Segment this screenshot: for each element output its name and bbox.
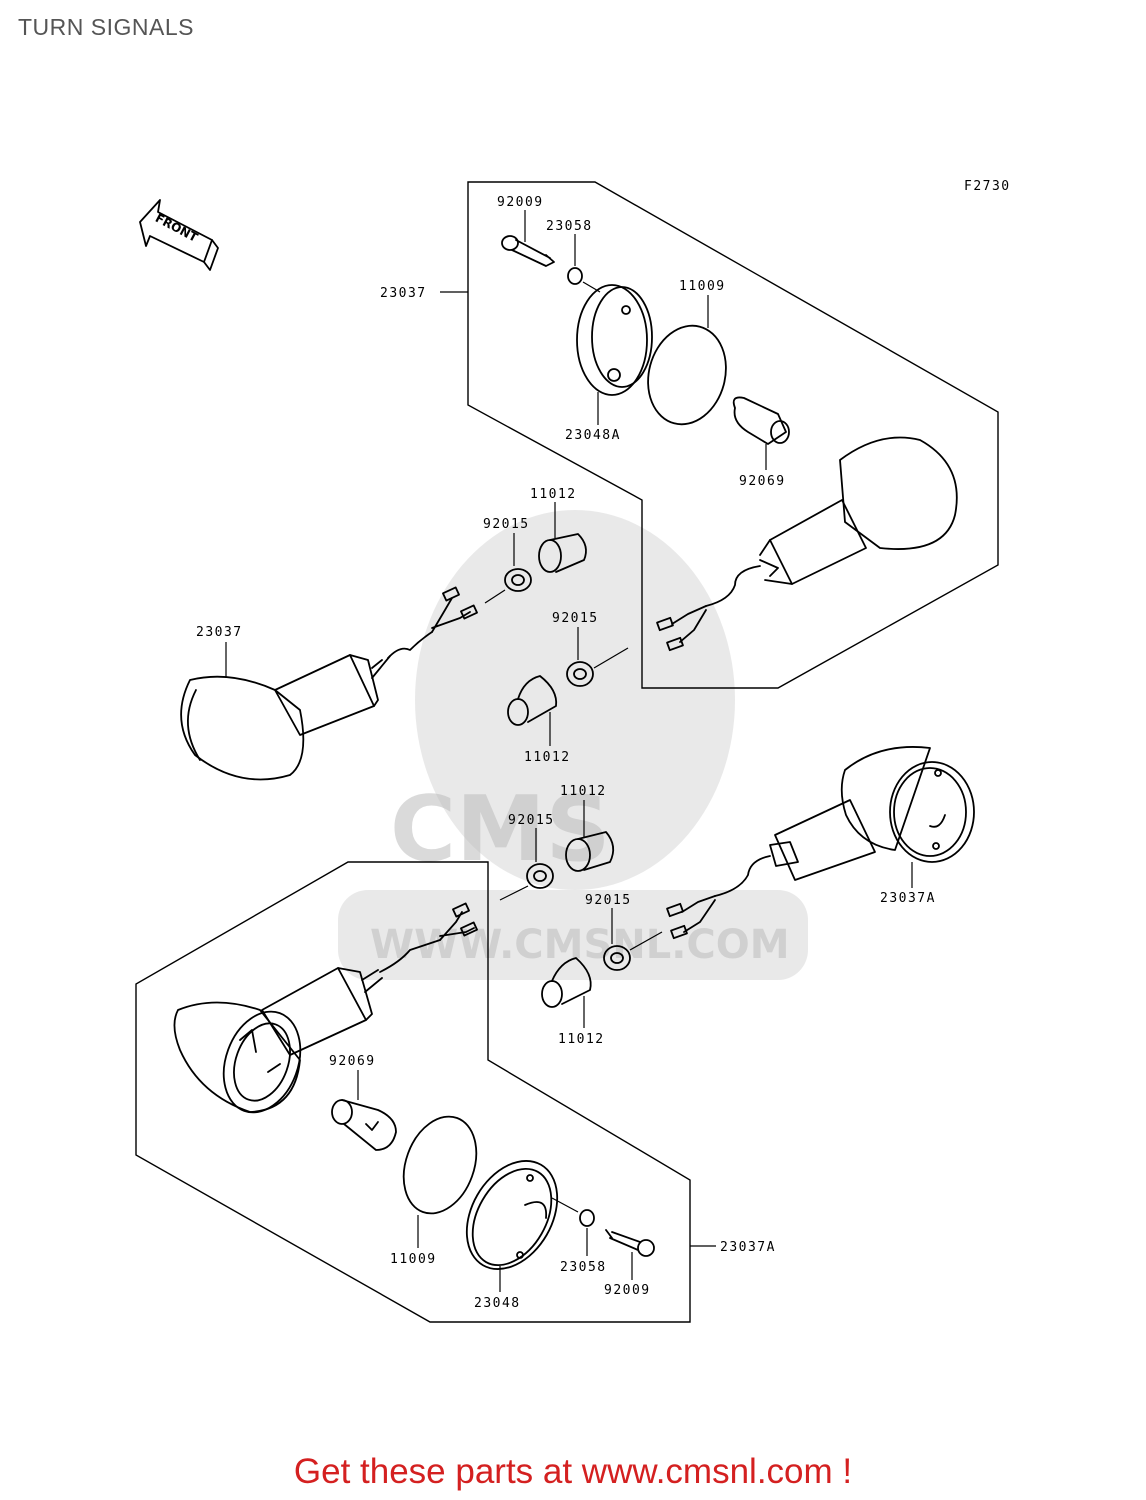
label-92015-c: 92015 [508,813,555,828]
label-23048A-top: 23048A [565,428,621,443]
label-11009-top: 11009 [679,279,726,294]
grommet-icon [565,831,615,872]
turn-signal-right-icon [666,746,975,940]
footer-link[interactable]: Get these parts at www.cmsnl.com ! [293,1452,853,1491]
label-23037-left: 23037 [196,625,243,640]
grommet-icon [538,533,587,573]
label-92009-bottom: 92009 [604,1283,651,1298]
label-23037A-bottom: 23037A [720,1240,776,1255]
page-title: TURN SIGNALS [18,14,194,40]
label-92009-top: 92009 [497,195,544,210]
label-11012-c: 11012 [560,784,607,799]
gasket-icon [402,1115,478,1215]
parts-diagram: CMS WWW.CMSNL.COM F2730 FRONT 23037 9200… [135,179,1011,1323]
watermark-url: WWW.CMSNL.COM [370,922,790,968]
label-11009-bottom: 11009 [390,1252,437,1267]
grommet-icon [541,957,592,1008]
screw-icon [605,1229,655,1257]
washer-icon [579,1209,595,1227]
screw-icon [501,235,555,267]
bulb-icon [331,1099,397,1151]
front-arrow-icon: FRONT [139,199,219,271]
turn-signal-top-right-icon [656,436,958,652]
washer-icon [567,267,583,285]
label-92015-b: 92015 [552,611,599,626]
nut-icon [526,863,554,889]
lens-housing-icon [576,284,653,396]
bottom-assembly-frame [135,861,691,1323]
label-23037-top: 23037 [380,286,427,301]
label-11012-b: 11012 [524,750,571,765]
label-92069-top: 92069 [739,474,786,489]
grommet-icon [507,675,558,726]
label-92069-bottom: 92069 [329,1054,376,1069]
top-assembly-frame [467,181,999,689]
label-11012-d: 11012 [558,1032,605,1047]
gasket-icon [647,324,727,426]
turn-signal-left-icon [180,586,478,781]
nut-icon [603,945,631,971]
turn-signal-bottom-icon [173,902,478,1114]
watermark-logo-text: CMS [390,777,610,882]
label-23058-top: 23058 [546,219,593,234]
label-92015-d: 92015 [585,893,632,908]
nut-icon [504,568,532,592]
bulb-icon [732,396,790,445]
lens-icon [465,1160,559,1270]
label-11012-a: 11012 [530,487,577,502]
figure-code: F2730 [964,179,1011,194]
label-23037A-right: 23037A [880,891,936,906]
nut-icon [566,661,594,687]
watermark-logo: CMS WWW.CMSNL.COM [338,510,808,980]
label-92015-a: 92015 [483,517,530,532]
label-23058-bottom: 23058 [560,1260,607,1275]
label-23048-bottom: 23048 [474,1296,521,1311]
